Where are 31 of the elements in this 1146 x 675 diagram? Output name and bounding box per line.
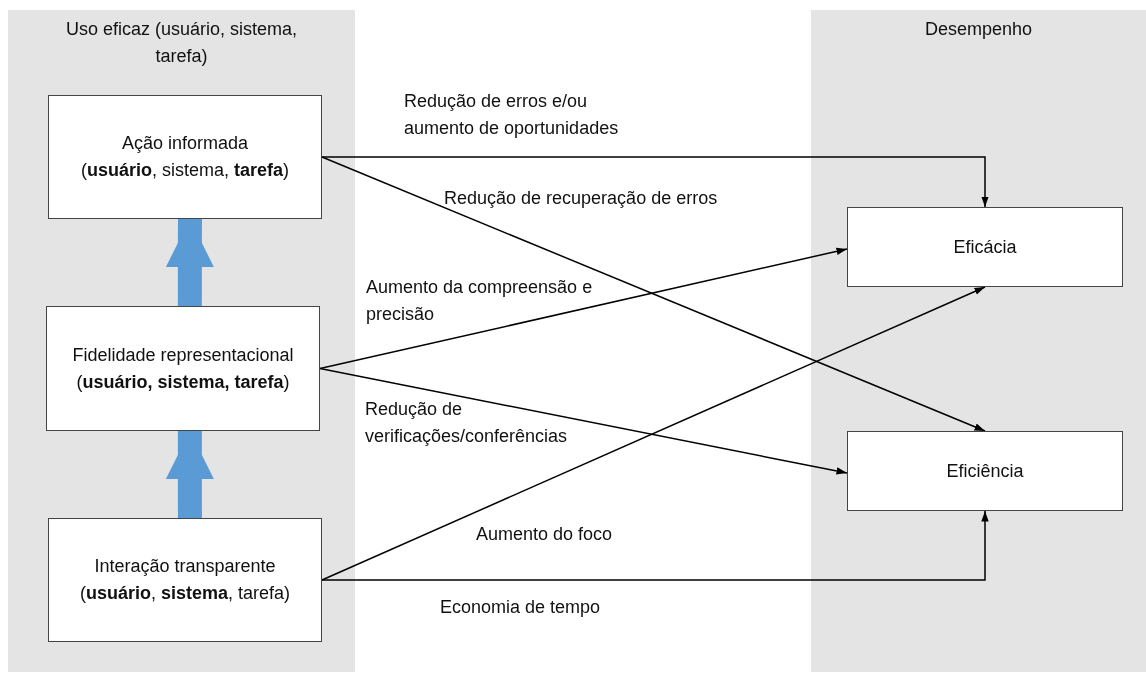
arrow [321,156,986,432]
concept-box [48,518,322,642]
box-text: Ação informada [121,132,249,155]
column-band [8,10,355,672]
edge-label: Redução de recuperação de erros [444,187,719,210]
concept-box [847,431,1123,511]
block-arrow [165,219,214,306]
concept-box [46,306,320,431]
box-text: Eficiência [946,459,1024,483]
arrow [319,367,848,475]
edge-label: Redução de verificações/conferências [365,398,569,448]
concept-box [847,207,1123,287]
edge-label: Aumento do foco [476,523,614,546]
edge-label: Redução de erros e/ou aumento de oportunidades [404,90,620,140]
edge-label: Economia de tempo [440,596,602,619]
box-text: (usuário, sistema, tarefa) [80,159,290,182]
box-text: Interação transparente [94,555,276,578]
arrow [321,156,989,208]
column-band [811,10,1146,672]
column-heading: Uso eficaz (usuário, sistema, tarefa) [64,18,299,68]
arrow [321,510,989,581]
box-text: Fidelidade representacional [72,343,294,367]
block-arrow [165,431,214,518]
edge-label: Aumento da compreensão e precisão [366,276,594,326]
column-heading: Desempenho [923,18,1034,41]
box-text: Eficácia [953,235,1017,259]
box-text: (usuário, sistema, tarefa) [79,582,291,605]
arrow [319,247,848,370]
arrow [321,286,986,581]
box-text: (usuário, sistema, tarefa) [76,370,290,394]
concept-box [48,95,322,219]
